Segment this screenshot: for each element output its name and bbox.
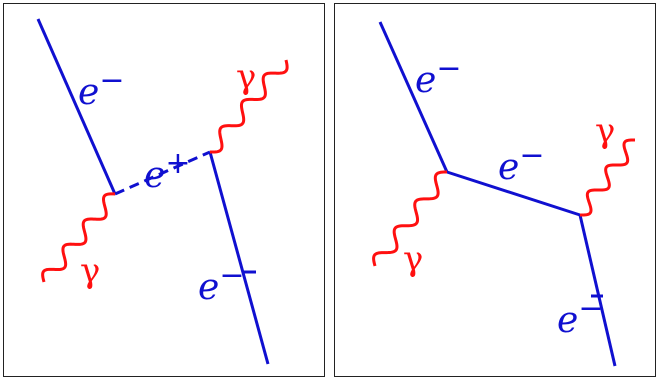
label-photon-top: γ <box>236 57 256 97</box>
label-positron: e+ <box>144 146 190 196</box>
label-electron-top: e− <box>78 63 124 113</box>
photon-line-bottom <box>41 192 116 283</box>
label-electron-bottom: e− <box>557 291 603 341</box>
photon-line-top <box>579 138 636 217</box>
electron-line-outgoing <box>208 151 270 365</box>
label-electron-mid: e− <box>498 138 544 188</box>
diagram-panel-right: e− e− e− γ γ <box>334 3 656 377</box>
feynman-diagram-left: e− e+ e− γ γ <box>36 18 289 365</box>
electron-propagator <box>446 170 581 217</box>
feynman-diagram-right: e− e− e− γ γ <box>372 21 636 367</box>
label-electron-top: e− <box>415 51 461 101</box>
positron-propagator <box>114 150 211 196</box>
electron-line-incoming <box>378 21 449 173</box>
electron-line-incoming <box>36 18 117 195</box>
photon-line-top <box>209 59 289 154</box>
photon-line-bottom <box>372 170 448 267</box>
label-photon-top: γ <box>595 111 615 151</box>
electron-line-outgoing <box>578 214 617 367</box>
diagram-panel-left: e− e+ e− γ γ <box>3 3 325 377</box>
label-photon-bottom: γ <box>403 239 423 279</box>
label-electron-bottom: e− <box>198 258 244 308</box>
label-photon-bottom: γ <box>80 251 100 291</box>
